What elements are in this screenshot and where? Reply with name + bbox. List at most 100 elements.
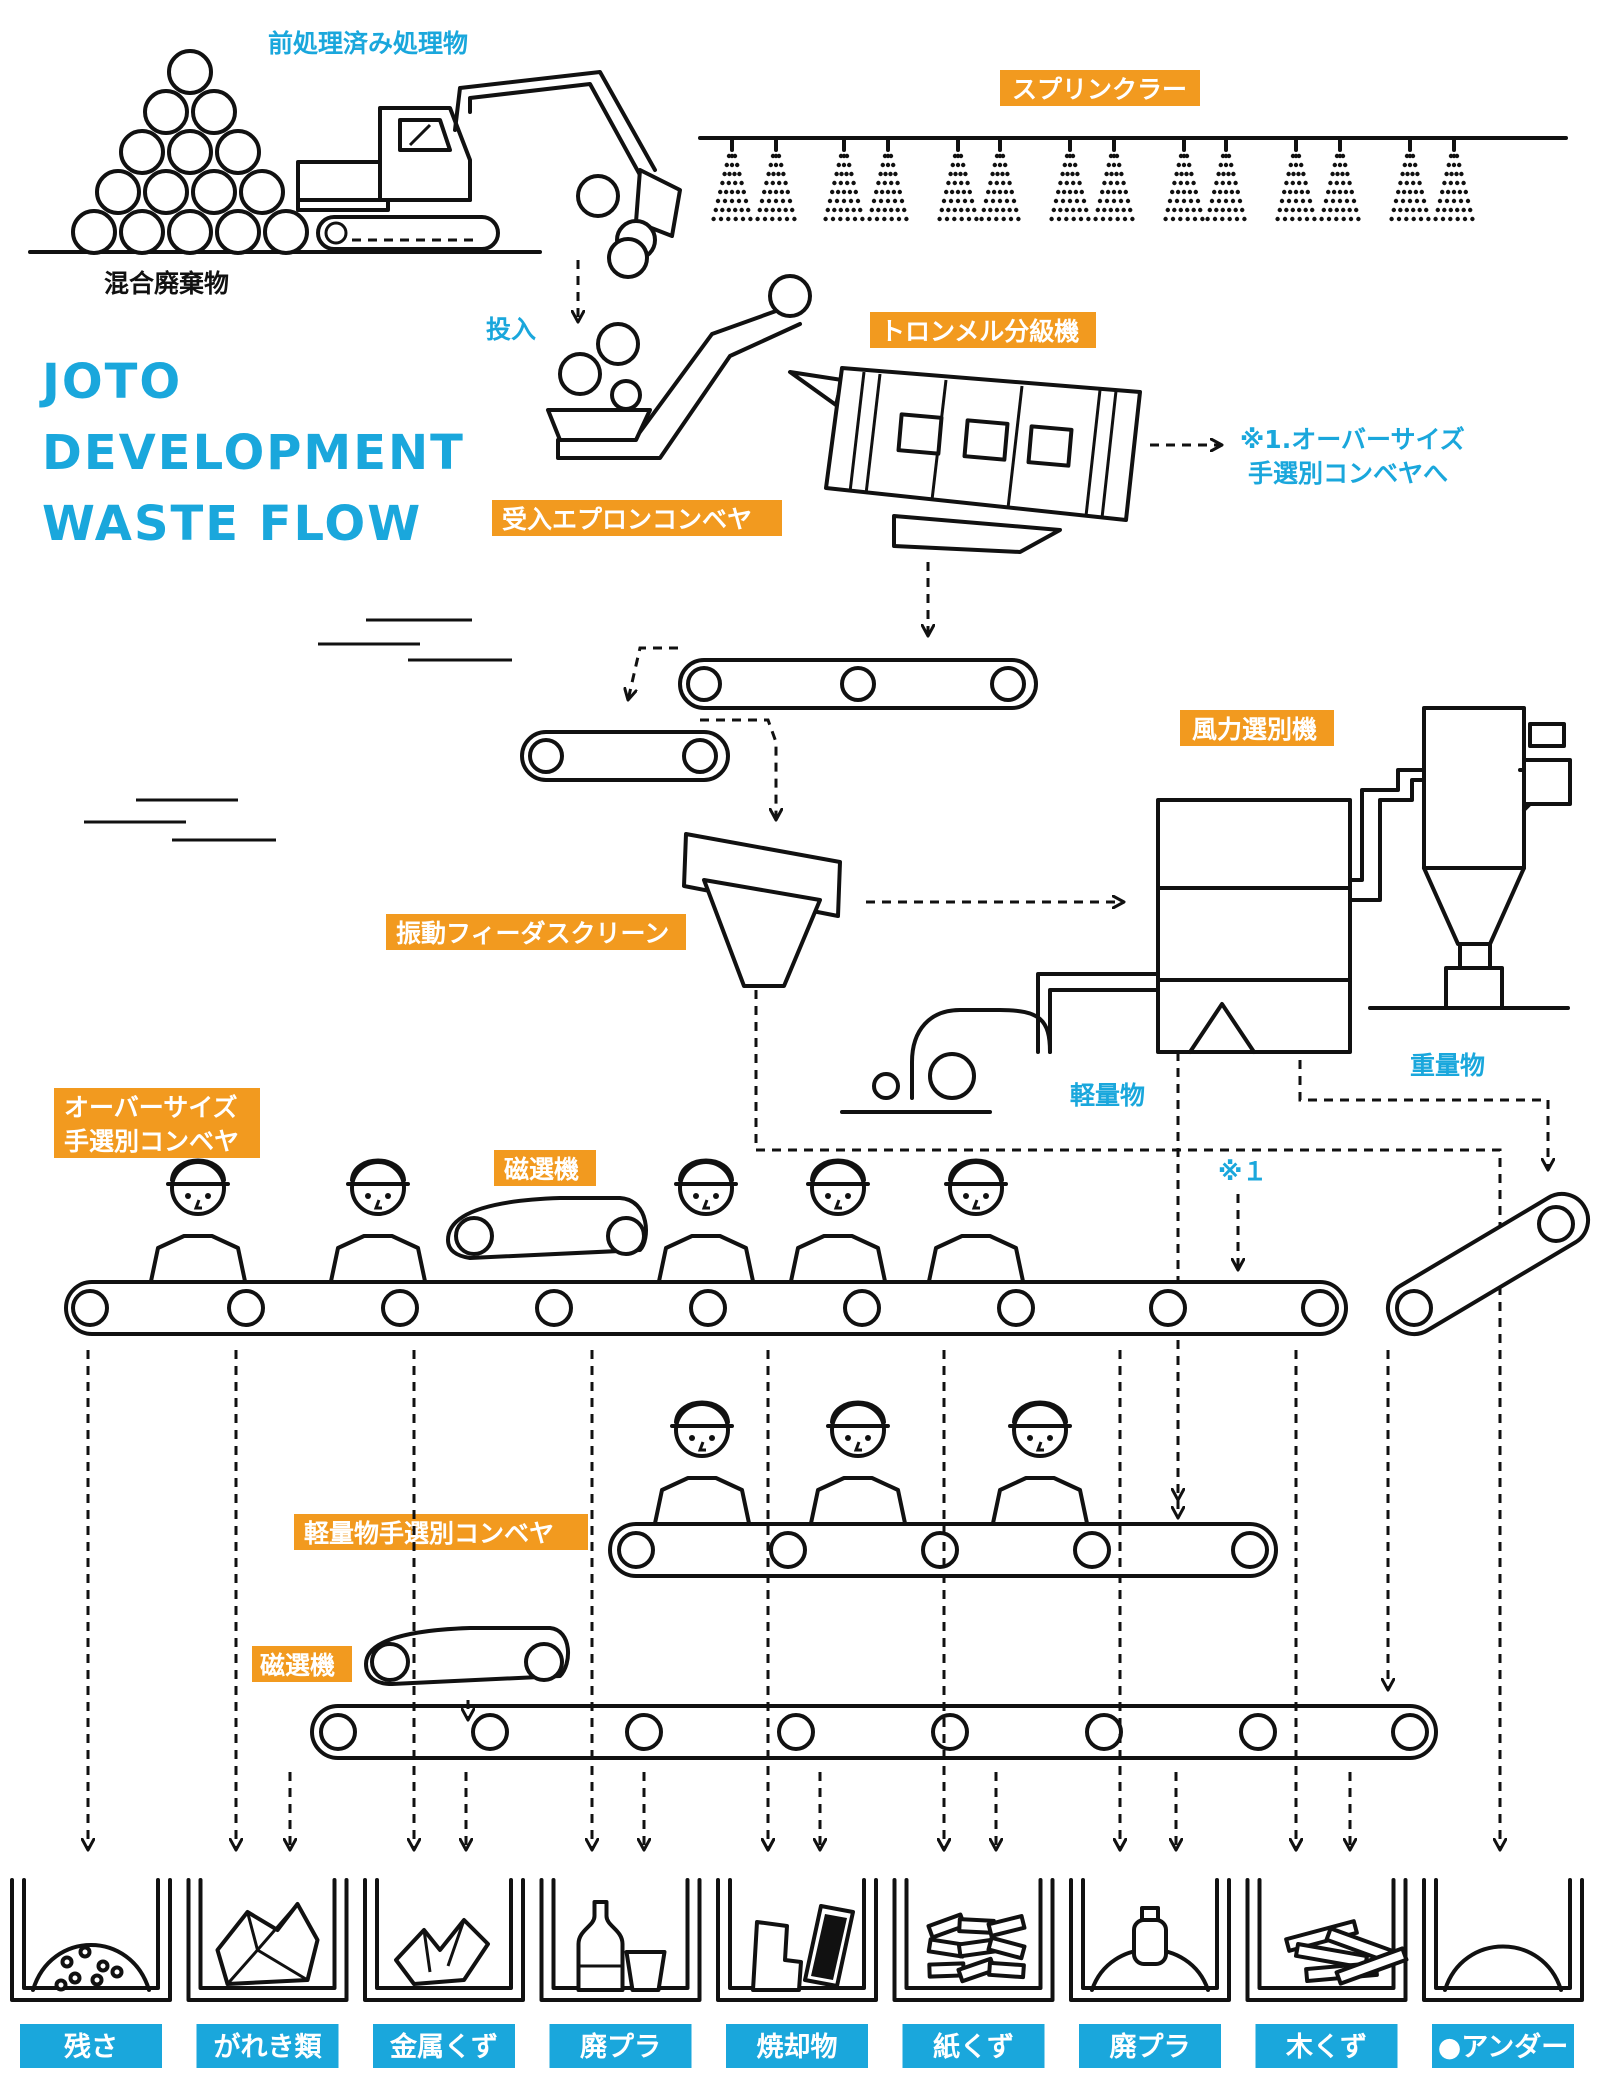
conveyor-roller <box>1239 1713 1277 1751</box>
material-bin: 紙くず <box>892 1878 1055 2068</box>
bin-label: がれき類 <box>214 2031 323 2063</box>
motion-lines <box>84 618 512 842</box>
title-line-1: JOTO <box>39 354 182 410</box>
metal-scrap-icon <box>394 1918 490 1986</box>
bin-label: ●アンダー <box>1438 2031 1568 2063</box>
plastic-bottle-icon <box>576 1900 667 1992</box>
sprinkler-nozzle-icon <box>755 136 797 222</box>
bin-label-tag: 廃プラ <box>1079 2024 1221 2068</box>
sprinkler-nozzles <box>711 136 1475 222</box>
sorted-material-bins: 残さがれき類金属くず廃プラ焼却物紙くず廃プラ木くず●アンダー <box>10 1878 1584 2068</box>
light-conveyor-label-tag: 軽量物手選別コンベヤ <box>294 1514 588 1550</box>
sprinkler-label: スプリンクラー <box>1012 75 1187 104</box>
worker-icon <box>656 1158 756 1287</box>
conveyor-roller <box>1073 1531 1111 1569</box>
note1-label: ※１ <box>1218 1157 1267 1186</box>
conveyor-roller <box>71 1289 109 1327</box>
worker-icon <box>788 1158 888 1287</box>
bin-label: 焼却物 <box>757 2032 838 2063</box>
conveyor-roller <box>921 1531 959 1569</box>
oversize-conveyor-label-line1: オーバーサイズ <box>64 1093 238 1122</box>
vibrating-feeder-screen <box>682 832 842 988</box>
apron-conveyor <box>546 274 812 460</box>
wind-separator-label: 風力選別機 <box>1192 715 1317 744</box>
material-bin: ●アンダー <box>1422 1878 1584 2068</box>
bin-label-tag: ●アンダー <box>1432 2024 1574 2068</box>
magnet-separator-2 <box>364 1626 571 1686</box>
vibrating-screen-label-tag: 振動フィーダスクリーン <box>386 914 686 950</box>
bin-label: 残さ <box>64 2032 118 2063</box>
trommel-label: トロンメル分級機 <box>880 317 1079 346</box>
light-conveyor-label: 軽量物手選別コンベヤ <box>304 1519 554 1548</box>
under-material-flow <box>754 990 1500 1850</box>
sprinkler-nozzle-icon <box>1433 136 1475 222</box>
oversize-sorting-conveyor <box>64 1280 1348 1336</box>
title-line-2: DEVELOPMENT <box>42 425 465 481</box>
magnet2-label-tag: 磁選機 <box>252 1646 352 1682</box>
apron-conveyor-label-tag: 受入エプロンコンベヤ <box>492 500 782 536</box>
conveyor-roller <box>471 1713 509 1751</box>
bin-label-tag: 残さ <box>20 2024 162 2068</box>
apron-conveyor-label: 受入エプロンコンベヤ <box>502 505 752 534</box>
bottom-conveyor <box>310 1704 1438 1760</box>
to-screen-arrow <box>700 718 776 820</box>
heavy-material-label: 重量物 <box>1410 1051 1485 1080</box>
sprinkler-nozzle-icon <box>1093 136 1135 222</box>
sprinkler-nozzle-icon <box>1275 136 1317 222</box>
conveyor-roller <box>227 1289 265 1327</box>
oversize-note-line2: 手選別コンベヤへ <box>1248 459 1448 488</box>
magnet2-label: 磁選機 <box>260 1651 335 1680</box>
worker-icon <box>808 1400 908 1529</box>
worker-icon <box>990 1400 1090 1529</box>
conveyor-roller <box>625 1713 663 1751</box>
worker-icon <box>652 1400 752 1529</box>
lower-short-conveyor <box>520 730 730 782</box>
conveyor-roller <box>931 1713 969 1751</box>
sprinkler-nozzle-icon <box>937 136 979 222</box>
bin-label-tag: 金属くず <box>373 2024 515 2068</box>
oversize-conveyor-label-tag: オーバーサイズ 手選別コンベヤ <box>54 1088 260 1158</box>
conveyor-roller <box>1149 1289 1187 1327</box>
bin-label: 廃プラ <box>1110 2031 1191 2063</box>
sprinkler-nozzle-icon <box>1389 136 1431 222</box>
upper-to-lower-arrow <box>628 646 678 700</box>
conveyor-roller <box>319 1713 357 1751</box>
bin-label-tag: 木くず <box>1255 2024 1398 2068</box>
light-material-label: 軽量物 <box>1070 1081 1145 1110</box>
material-bin: 木くず <box>1245 1878 1409 2068</box>
conveyor-roller <box>617 1531 655 1569</box>
wind-separator-label-tag: 風力選別機 <box>1180 710 1334 746</box>
bin-label: 紙くず <box>933 2031 1014 2063</box>
magnet-separator-1 <box>446 1196 648 1260</box>
upper-short-conveyor <box>678 658 1038 710</box>
incinerable-icon <box>751 1904 855 1992</box>
conveyor-roller <box>1231 1531 1269 1569</box>
rubble-icon <box>215 1902 320 1986</box>
bin-label-tag: 廃プラ <box>549 2024 692 2068</box>
material-bin: 廃プラ <box>1069 1878 1231 2068</box>
bin-label-tag: 焼却物 <box>726 2024 868 2068</box>
bin-label-tag: 紙くず <box>902 2024 1045 2068</box>
sprinkler-nozzle-icon <box>1163 136 1205 222</box>
material-bin: 焼却物 <box>716 1878 878 2068</box>
worker-icon <box>328 1158 428 1287</box>
diagram-title: JOTO DEVELOPMENT WASTE FLOW <box>39 354 465 552</box>
sprinkler-label-tag: スプリンクラー <box>1000 70 1200 106</box>
conveyor-roller <box>777 1713 815 1751</box>
plastic-container-icon <box>1090 1906 1210 1992</box>
sprinkler-nozzle-icon <box>979 136 1021 222</box>
oversize-sorting-workers <box>148 1158 1026 1287</box>
conveyor-roller <box>843 1289 881 1327</box>
sprinkler-nozzle-icon <box>867 136 909 222</box>
material-bin: 廃プラ <box>539 1878 702 2068</box>
oversize-note-line1: ※1.オーバーサイズ <box>1240 425 1465 454</box>
under-material-icon <box>1443 1944 1563 1992</box>
magnet1-label-tag: 磁選機 <box>494 1150 596 1186</box>
drop-arrows <box>88 1350 1388 1850</box>
sprinkler-nozzle-icon <box>711 136 753 222</box>
conveyor-roller <box>381 1289 419 1327</box>
material-bin: 残さ <box>10 1878 172 2068</box>
conveyor-roller <box>1301 1289 1339 1327</box>
conveyor-roller <box>535 1289 573 1327</box>
